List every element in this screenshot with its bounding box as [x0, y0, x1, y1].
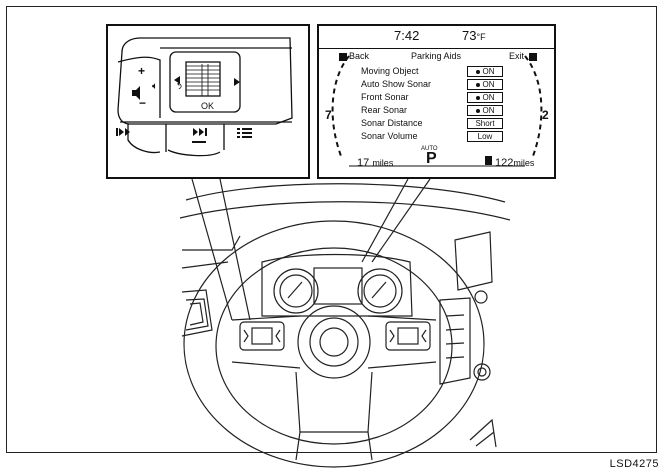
- auto-indicator: AUTO: [421, 146, 438, 152]
- meter-display-callout: 7:42 73°F Back Parking Aids Exit Moving …: [317, 24, 556, 179]
- menu-item-sonar-distance[interactable]: Sonar Distance: [361, 118, 423, 128]
- gauge-arcs: [331, 55, 543, 167]
- screen-title: Parking Aids: [411, 51, 462, 61]
- header-divider: [319, 48, 554, 49]
- steering-switch-callout: + − 🔈︎ ↶ OK: [106, 24, 310, 179]
- menu-item-auto-show-sonar[interactable]: Auto Show Sonar: [361, 79, 432, 89]
- right-gauge-digit: 2: [542, 108, 549, 122]
- menu-item-moving-object[interactable]: Moving Object: [361, 66, 419, 76]
- gear-indicator: P: [426, 150, 437, 167]
- left-gauge-digit: 7: [325, 108, 332, 122]
- back-button-icon[interactable]: [339, 53, 347, 61]
- front-sonar-toggle[interactable]: ON: [467, 92, 503, 103]
- ok-button-label[interactable]: OK: [201, 101, 215, 111]
- figure-reference-code: LSD4275: [609, 458, 659, 470]
- trip-readout: 17 miles: [357, 157, 394, 169]
- rear-sonar-toggle[interactable]: ON: [467, 105, 503, 116]
- figure-frame: [6, 6, 657, 453]
- menu-item-rear-sonar[interactable]: Rear Sonar: [361, 105, 408, 115]
- menu-item-sonar-volume[interactable]: Sonar Volume: [361, 131, 418, 141]
- back-button-label[interactable]: Back: [349, 51, 370, 61]
- menu-item-front-sonar[interactable]: Front Sonar: [361, 92, 409, 102]
- auto-show-sonar-toggle[interactable]: ON: [467, 79, 503, 90]
- exit-button-label[interactable]: Exit: [509, 51, 525, 61]
- sonar-distance-value[interactable]: Short: [467, 118, 503, 129]
- sonar-volume-value[interactable]: Low: [467, 131, 503, 142]
- time-readout: 7:42: [394, 28, 420, 43]
- back-arrow-icon: ↶: [173, 81, 184, 90]
- exit-button-icon[interactable]: [529, 53, 537, 61]
- moving-object-toggle[interactable]: ON: [467, 66, 503, 77]
- temperature-readout: 73°F: [462, 28, 486, 43]
- range-readout: 122miles: [495, 157, 535, 169]
- volume-down-label: −: [139, 96, 147, 110]
- volume-up-label: +: [138, 64, 146, 78]
- speaker-icon: 🔈︎: [152, 81, 158, 92]
